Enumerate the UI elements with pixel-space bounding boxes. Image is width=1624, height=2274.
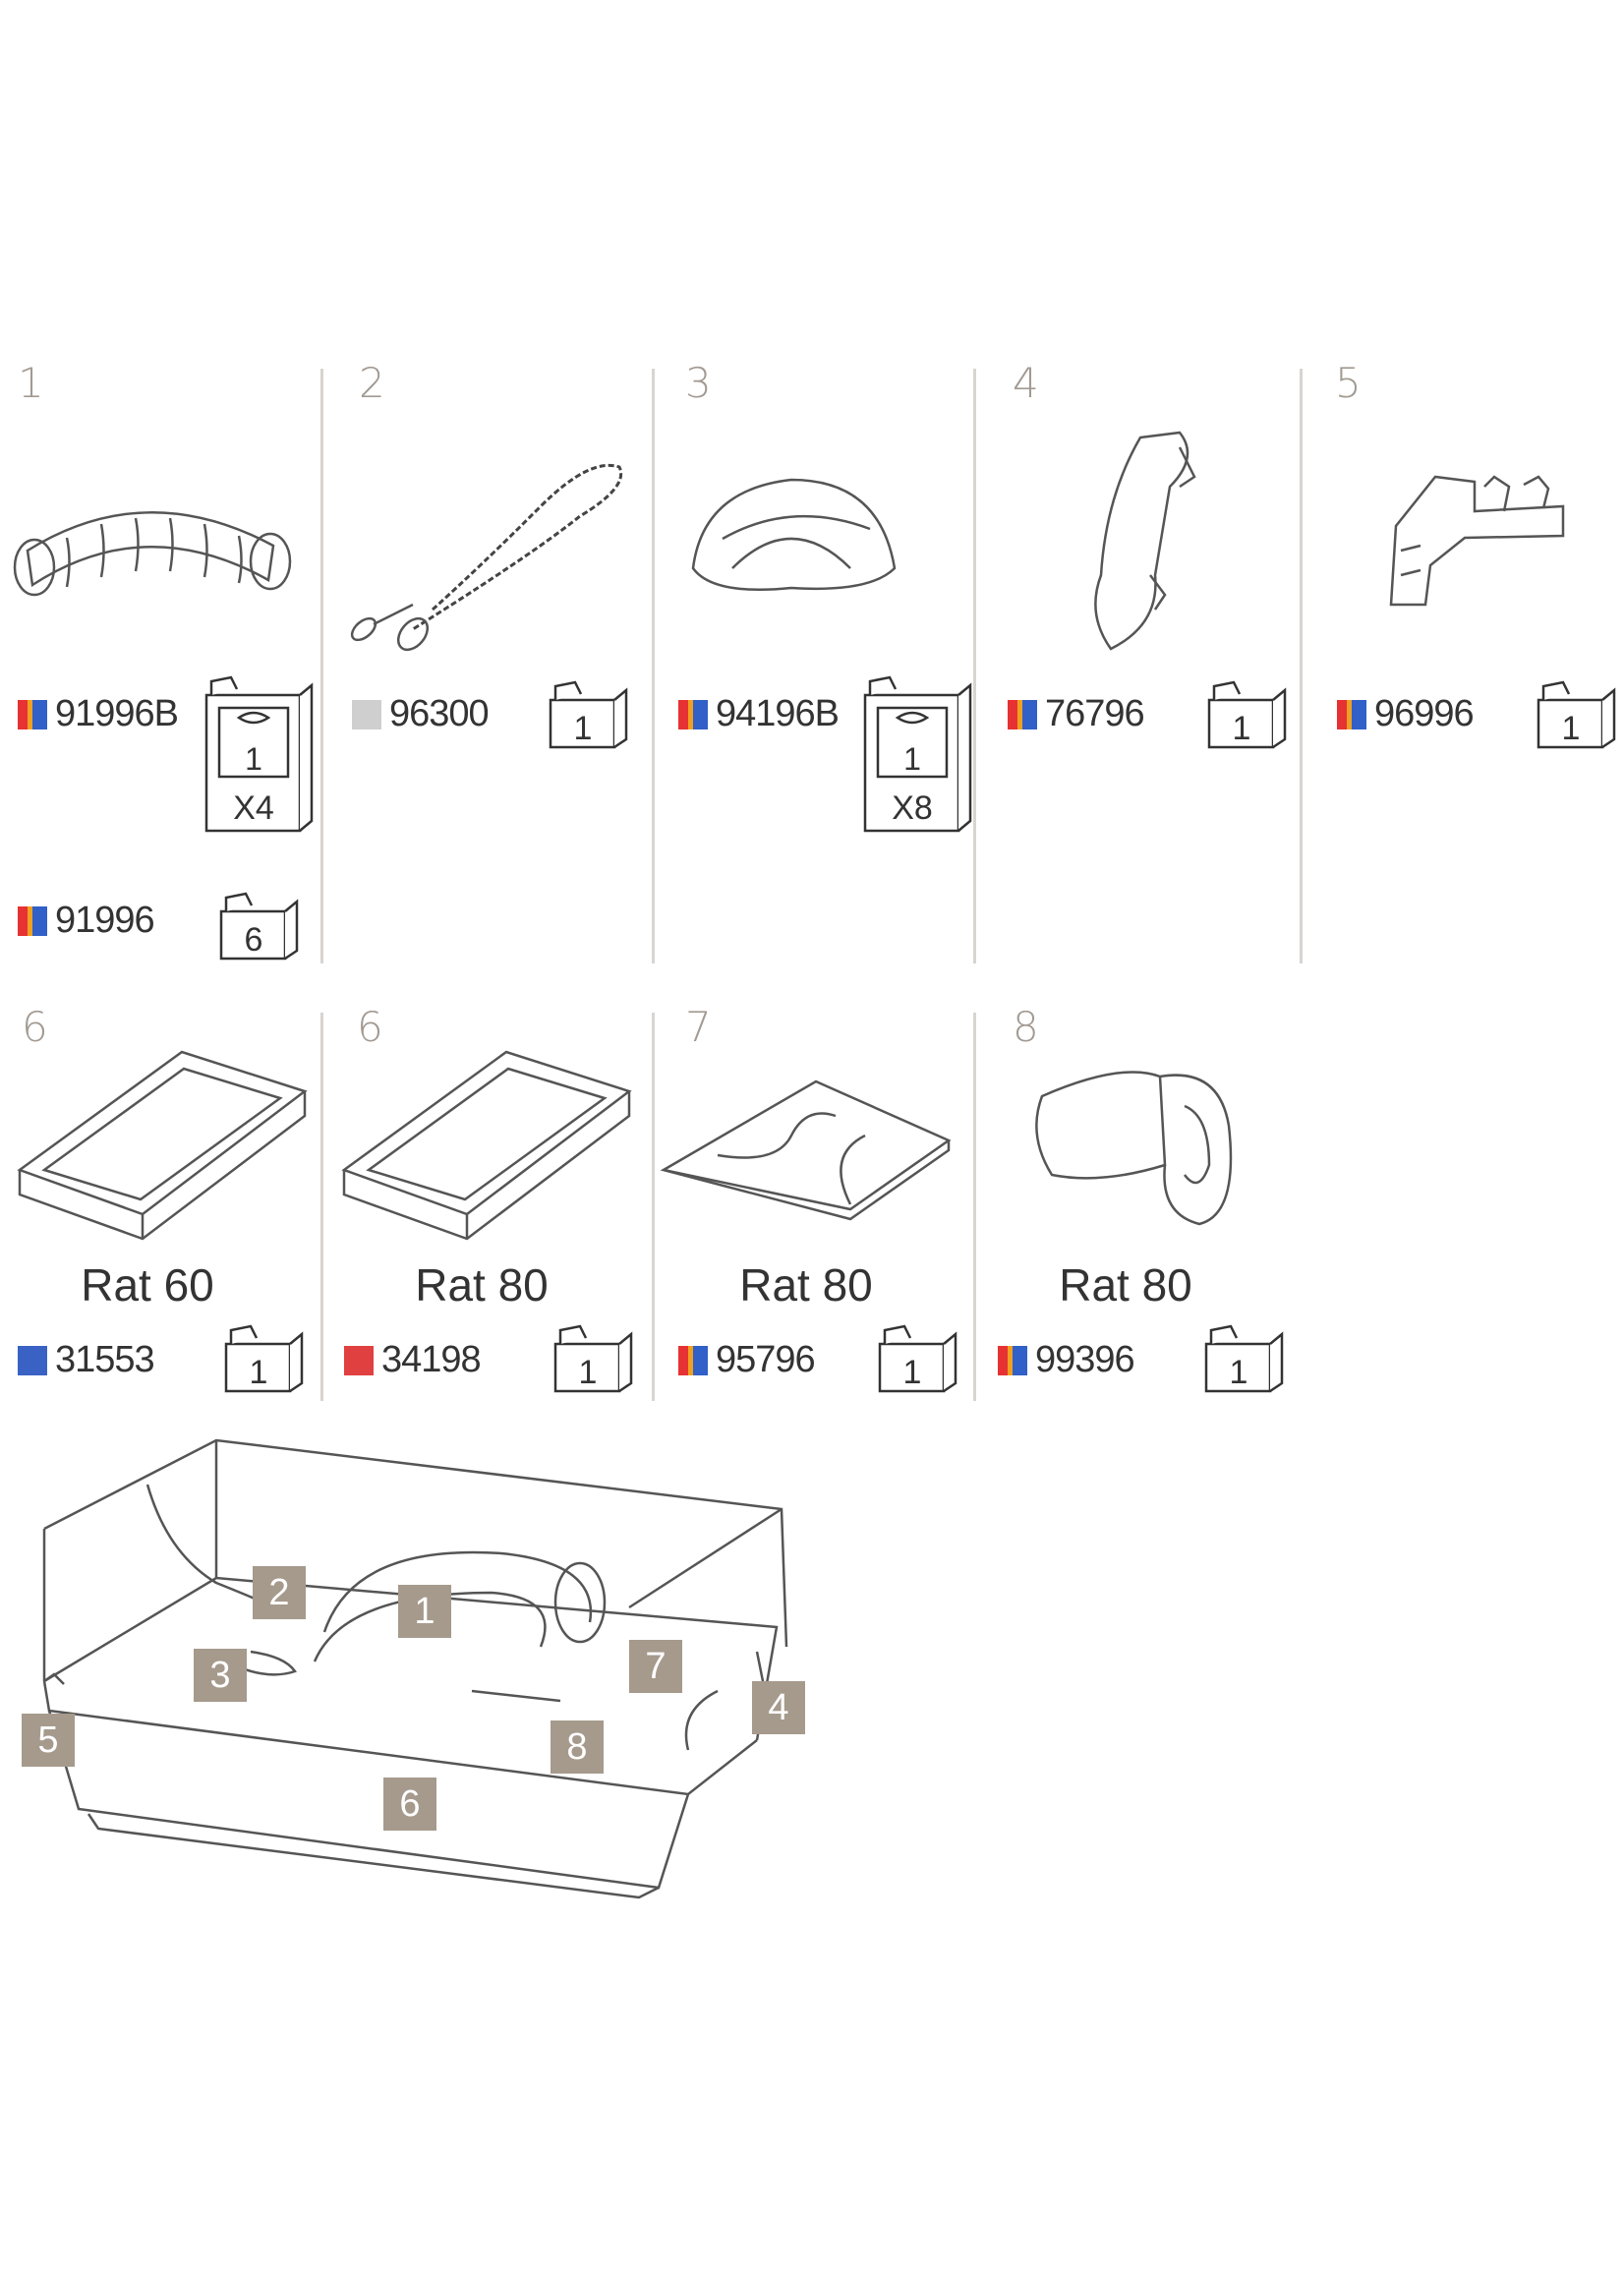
divider [1300, 369, 1303, 963]
tray-rat80-illustration [341, 1050, 632, 1241]
part-code-row: 91996B [18, 693, 179, 735]
color-swatch [344, 1345, 374, 1375]
quantity-box-icon: 1 [1204, 1324, 1284, 1393]
cell-number-6b: 6 [357, 1003, 383, 1051]
quantity-value: 1 [245, 741, 262, 777]
color-swatch [678, 699, 708, 729]
divider [320, 369, 323, 963]
quantity-value: 1 [1230, 1354, 1248, 1391]
callout-6: 6 [383, 1778, 436, 1831]
color-swatch [1337, 699, 1366, 729]
quantity-value: 1 [1562, 710, 1581, 747]
part-code-row: 96996 [1337, 693, 1475, 735]
callout-5: 5 [22, 1714, 75, 1767]
tunnel-part-illustration [1035, 1071, 1233, 1226]
part-code: 34198 [381, 1339, 482, 1380]
part-code: 96996 [1374, 693, 1475, 734]
quantity-box-icon: 1 [1207, 680, 1287, 749]
part-code-row: 91996 [18, 900, 155, 942]
platform-part-illustration [660, 1079, 952, 1221]
quantity-value: 1 [579, 1354, 598, 1391]
part-code: 76796 [1045, 693, 1145, 734]
quantity-value: 6 [245, 921, 263, 959]
part-code: 91996B [55, 693, 179, 734]
color-swatch [18, 905, 47, 936]
assembly-diagram [42, 1438, 788, 1899]
ramp-part-illustration [1094, 431, 1196, 651]
quantity-box-icon: 1 [1537, 680, 1616, 749]
part-code-row: 95796 [678, 1339, 816, 1381]
part-code: 99396 [1035, 1339, 1135, 1380]
cell-number-8: 8 [1013, 1003, 1039, 1051]
part-code-row: 99396 [998, 1339, 1135, 1381]
cell-number-6a: 6 [22, 1003, 48, 1051]
quantity-box-icon: 1 [878, 1324, 957, 1393]
cell-number-2: 2 [359, 359, 385, 407]
quantity-value: 1 [903, 741, 921, 777]
color-swatch [352, 699, 381, 729]
callout-4: 4 [752, 1681, 805, 1734]
divider [320, 1013, 323, 1401]
quantity-box-icon: 6 [219, 892, 299, 961]
quantity-box-icon: 1 [553, 1324, 633, 1393]
rope-part-illustration [350, 463, 622, 652]
quantity-value: 1 [574, 710, 593, 747]
callout-2: 2 [253, 1566, 306, 1619]
part-code: 96300 [389, 693, 490, 734]
multiplier-value: X4 [233, 789, 274, 827]
color-swatch [1008, 699, 1037, 729]
divider [652, 369, 655, 963]
tube-part-illustration [13, 510, 292, 597]
callout-8: 8 [551, 1720, 604, 1774]
part-code-row: 34198 [344, 1339, 482, 1381]
divider [652, 1013, 655, 1401]
color-swatch [18, 1345, 47, 1375]
divider [973, 1013, 976, 1401]
tray-rat60-illustration [17, 1050, 308, 1241]
blister-pack-icon: 1 X8 [863, 675, 972, 833]
model-label: Rat 80 [1059, 1259, 1192, 1311]
hideout-part-illustration [691, 478, 897, 591]
quantity-value: 1 [250, 1354, 268, 1391]
callout-7: 7 [629, 1640, 682, 1693]
part-code: 95796 [716, 1339, 816, 1380]
part-code-row: 76796 [1008, 693, 1145, 735]
blister-pack-icon: 1 X4 [204, 675, 314, 833]
part-code-row: 31553 [18, 1339, 155, 1381]
quantity-value: 1 [903, 1354, 922, 1391]
cell-number-7: 7 [685, 1003, 712, 1051]
part-code: 94196B [716, 693, 840, 734]
quantity-value: 1 [1233, 710, 1251, 747]
connector-part-illustration [1389, 475, 1565, 607]
model-label: Rat 80 [739, 1259, 873, 1311]
cell-number-1: 1 [18, 359, 44, 407]
model-label: Rat 60 [81, 1259, 214, 1311]
model-label: Rat 80 [415, 1259, 549, 1311]
part-code: 91996 [55, 900, 155, 941]
quantity-box-icon: 1 [224, 1324, 304, 1393]
quantity-box-icon: 1 [549, 680, 628, 749]
cell-number-4: 4 [1013, 359, 1039, 407]
callout-1: 1 [398, 1585, 451, 1638]
multiplier-value: X8 [892, 789, 933, 827]
color-swatch [18, 699, 47, 729]
part-code-row: 94196B [678, 693, 840, 735]
color-swatch [998, 1345, 1027, 1375]
part-code-row: 96300 [352, 693, 490, 735]
part-code: 31553 [55, 1339, 155, 1380]
callout-3: 3 [194, 1649, 247, 1702]
cell-number-3: 3 [685, 359, 712, 407]
color-swatch [678, 1345, 708, 1375]
cell-number-5: 5 [1335, 359, 1362, 407]
divider [973, 369, 976, 963]
